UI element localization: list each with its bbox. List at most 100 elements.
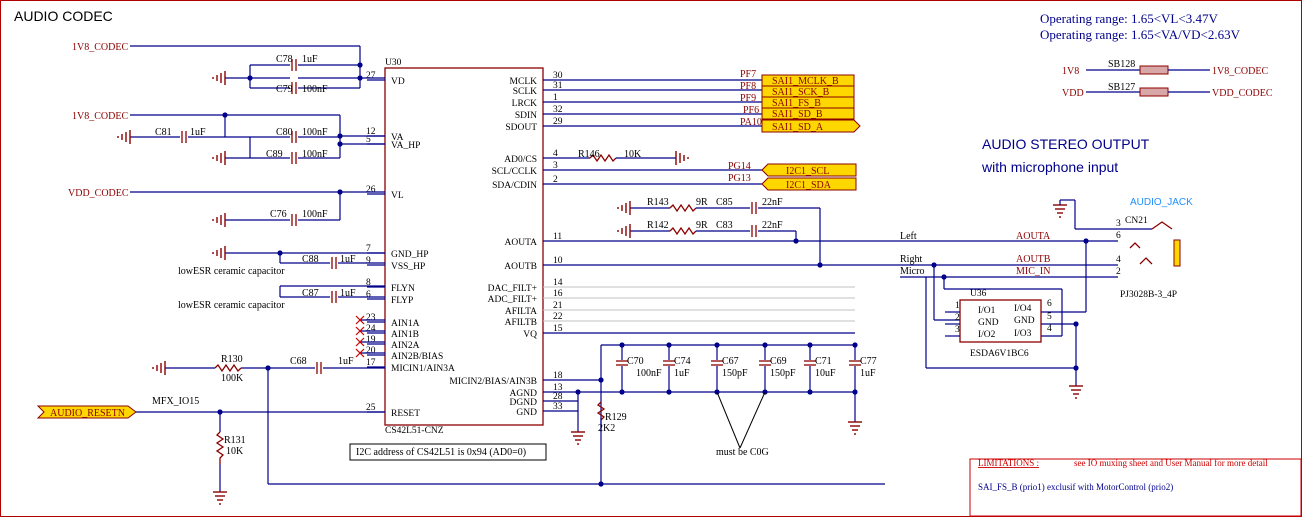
chip-right-pin-num: 4 [553,149,558,159]
esd-pin-gnd-l: GND [978,318,999,328]
vq-cap-ref: C67 [722,356,739,367]
chip-left-pin-name: RESET [391,409,420,419]
note-lowesr-2: lowESR ceramic capacitor [178,300,285,311]
output-subtitle: with microphone input [981,159,1118,175]
note-must-be-c0g: must be C0G [716,447,769,458]
vq-cap-val: 10uF [815,368,836,379]
chip-left-pin-name: VSS_HP [391,262,425,272]
port-pg14: PG14 [728,161,751,172]
esd-pin-io3: I/O3 [1014,329,1032,339]
jack-pin-3: 3 [1116,219,1121,229]
chip-right-pin-name: SCL/CCLK [492,167,538,177]
vq-cap-val: 100nF [636,368,662,379]
sb127-from: VDD [1062,88,1084,99]
flag-i2c1-scl: I2C1_SCL [786,166,829,177]
chip-left-pin-num: 12 [366,127,376,137]
vq-decoupling: C70100nFC741uFC67150pFC69150pFC7110uFC77… [543,332,877,487]
chip-right-pin-name: ADC_FILT+ [488,295,537,305]
cap-c80-ref: C80 [276,127,293,138]
cap-c89-ref: C89 [266,149,283,160]
cap-c68-ref: C68 [290,356,307,367]
cap-c76-ref: C76 [270,209,287,220]
chip-left-pin-name: FLYP [391,296,413,306]
limitations-title: LIMITATIONS : [978,458,1039,468]
chip-right-pin-name: AFILTA [505,307,537,317]
junction-dot [619,389,625,395]
sb128-from: 1V8 [1062,66,1079,77]
chip-left-pin-name: VD [391,77,405,87]
chip-right-pin-name: DGND [510,398,538,408]
port-pf7: PF7 [740,69,756,80]
net-aoutb: AOUTB [1016,254,1051,265]
junction-dot [762,342,768,348]
chip-right-pin-num: 18 [553,371,563,381]
chip-left-pin-name: VA_HP [391,141,420,151]
wire-label-micro: Micro [900,266,924,277]
chip-left-pin-name: AIN1B [391,330,419,340]
sheet-title: AUDIO CODEC [14,8,113,24]
chip-left-pin-name: FLYN [391,284,415,294]
sb127-to: VDD_CODEC [1212,88,1273,99]
power-network-va [117,112,385,166]
jack-pin-4: 4 [1116,255,1121,265]
vq-cap-val: 150pF [722,368,748,379]
chip-right-pin-name: SCLK [513,87,537,97]
solder-bridges [1086,65,1210,97]
sai-bus [543,74,861,133]
chip-left-pin-num: 9 [366,256,371,266]
res-r146-val: 10K [624,149,642,160]
audio-resetn-label: AUDIO_RESETN [50,408,125,419]
res-r143-val: 9R [696,197,708,208]
flag-sai1-mclk-b: SAI1_MCLK_B [772,76,839,87]
chip-right-pin-num: 16 [553,289,563,299]
chip-left-pin-num: 23 [366,313,376,323]
output-title: AUDIO STEREO OUTPUT [982,136,1150,152]
res-r130-val: 100K [221,373,244,384]
chip-left-pin-name: AIN1A [391,319,420,329]
audio-resetn-flag [36,405,137,419]
flag-sai1-sd-a: SAI1_SD_A [772,122,824,133]
audio-jack [1052,199,1181,267]
chip-right-pin-num: 1 [553,93,558,103]
flag-sai1-sck-b: SAI1_SCK_B [772,87,830,98]
limitations-text: see IO muxing sheet and User Manual for … [1074,458,1268,468]
junction-dot [807,342,813,348]
sb128-to: 1V8_CODEC [1212,66,1268,77]
vq-cap-ref: C74 [674,356,691,367]
chip-right-pin-name: SDIN [515,111,537,121]
chip-right-pin-num: 11 [553,232,562,242]
junction-dot [852,342,858,348]
res-r142-ref: R142 [647,220,669,231]
chip-right-pin-num: 3 [553,161,558,171]
chip-left-pin-num: 7 [366,244,371,254]
cap-c83-val: 22nF [762,220,783,231]
chip-right-pin-name: VQ [523,330,537,340]
cap-c68-val: 1uF [338,356,354,367]
power-network-vd [130,45,385,95]
chip-right-pin-name: DAC_FILT+ [488,284,537,294]
esd-ref: U36 [970,289,987,299]
operating-range-vl: Operating range: 1.65<VL<3.47V [1040,11,1218,26]
wire-label-left: Left [900,231,917,242]
chip-right-pin-name: LRCK [512,99,537,109]
res-r131-ref: R131 [224,435,246,446]
port-pf6: PF6 [743,105,759,116]
chip-right-pin-name: MCLK [510,77,538,87]
res-r129-val: 2K2 [598,423,615,434]
limitations-box [969,458,1302,517]
chip-left-pin-num: 5 [366,135,371,145]
chip-left-pin-name: GND_HP [391,250,428,260]
cap-c87-ref: C87 [302,288,319,299]
chip-left-pin-name: MICIN1/AIN3A [391,364,455,374]
output-filter-network [617,200,823,268]
chip-left-pin-name: VA [391,133,404,143]
mfx-io15-label: MFX_IO15 [152,396,199,407]
chip-right-pin-name: AOUTA [505,238,538,248]
chip-right-pin-name: SDOUT [505,123,537,133]
junction-dot [807,389,813,395]
chip-right-pin-name: GND [516,408,537,418]
cap-c81-ref: C81 [155,127,172,138]
res-r131-val: 10K [226,446,244,457]
chip-left-pin-name: AIN2A [391,341,420,351]
